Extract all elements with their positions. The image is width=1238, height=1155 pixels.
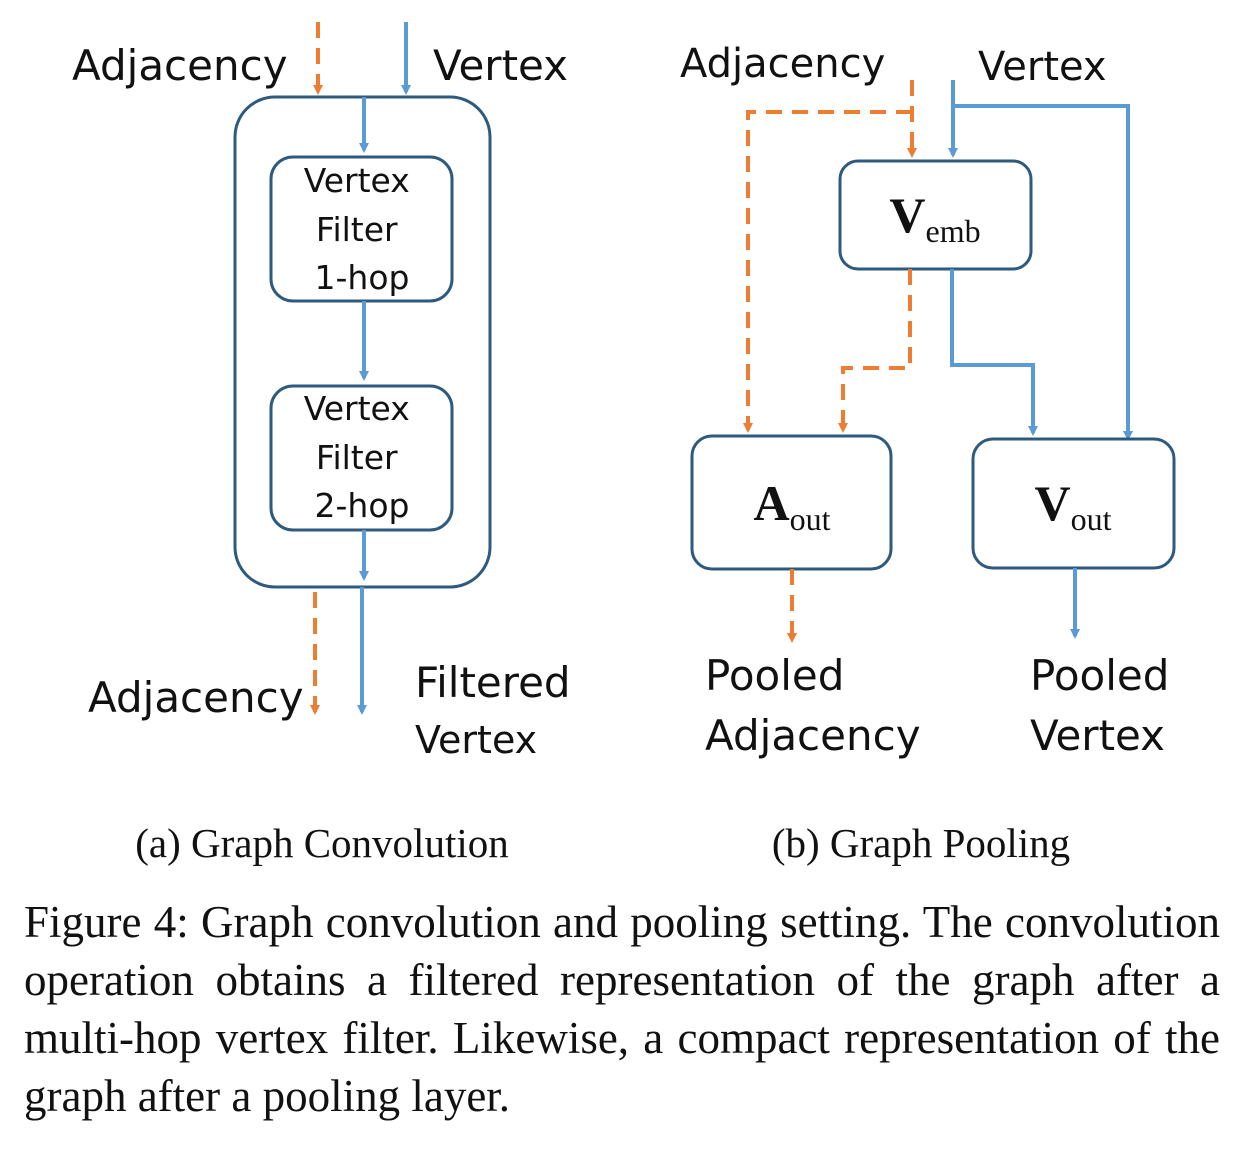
panel-a-graph-convolution: Vertex Filter 1-hop Vertex Filter 2-hop …	[72, 22, 584, 866]
filter1-line2: Filter	[316, 210, 398, 249]
pooled-vertex-label: Pooled Vertex	[1030, 651, 1183, 760]
caption-b: (b) Graph Pooling	[772, 820, 1070, 866]
caption-a: (a) Graph Convolution	[135, 820, 508, 866]
filter1-line1: Vertex	[304, 161, 410, 200]
vemb-to-vout-arrow	[950, 269, 1038, 436]
filtered-vertex-line2: Vertex	[415, 718, 537, 762]
pool-input-vertex-label: Vertex	[978, 44, 1107, 90]
v-out-label: Vout	[1035, 475, 1112, 537]
figure-caption: Figure 4: Graph convolution and pooling …	[24, 897, 1220, 1121]
a-out-main: A	[754, 475, 790, 531]
filter2-line3: 2-hop	[315, 486, 410, 525]
filter1-line3: 1-hop	[315, 258, 410, 297]
pooled-adjacency-line1: Pooled	[705, 651, 844, 700]
filtered-vertex-line1: Filtered	[415, 658, 571, 707]
pooled-vertex-line2: Vertex	[1030, 711, 1165, 760]
diagram: Vertex Filter 1-hop Vertex Filter 2-hop …	[72, 22, 1183, 866]
vertex-filter-2hop-box	[269, 384, 454, 532]
vertex-filter-1hop-box	[269, 155, 454, 303]
vemb-to-aout-arrow	[838, 269, 912, 433]
filter2-line1: Vertex	[304, 389, 410, 428]
input-vertex-label: Vertex	[433, 41, 568, 90]
v-out-sub: out	[1071, 501, 1112, 537]
v-emb-label: Vemb	[889, 187, 980, 249]
pool-input-adjacency-label: Adjacency	[680, 41, 885, 87]
v-emb-main: V	[889, 187, 925, 243]
vertex-filter-2hop-label: Vertex Filter 2-hop	[304, 389, 421, 525]
a-out-sub: out	[790, 501, 831, 537]
input-adjacency-label: Adjacency	[72, 41, 288, 90]
a-out-label: Aout	[754, 475, 831, 537]
vertex-to-vout-arrow	[953, 104, 1133, 441]
v-out-main: V	[1035, 475, 1071, 531]
adjacency-to-aout-arrow	[743, 110, 912, 433]
pooled-adjacency-label: Pooled Adjacency	[705, 651, 921, 760]
filter2-line2: Filter	[316, 438, 398, 477]
panel-b-graph-pooling: Adjacency Vertex Vemb Aout Vout Pooled A…	[680, 41, 1183, 866]
v-emb-box	[838, 159, 1033, 271]
pooled-vertex-line1: Pooled	[1030, 651, 1169, 700]
vertex-filter-1hop-label: Vertex Filter 1-hop	[304, 161, 421, 297]
filtered-vertex-label: Filtered Vertex	[415, 658, 584, 762]
output-adjacency-label: Adjacency	[88, 673, 304, 722]
pooled-adjacency-line2: Adjacency	[705, 711, 921, 760]
v-emb-sub: emb	[926, 213, 981, 249]
